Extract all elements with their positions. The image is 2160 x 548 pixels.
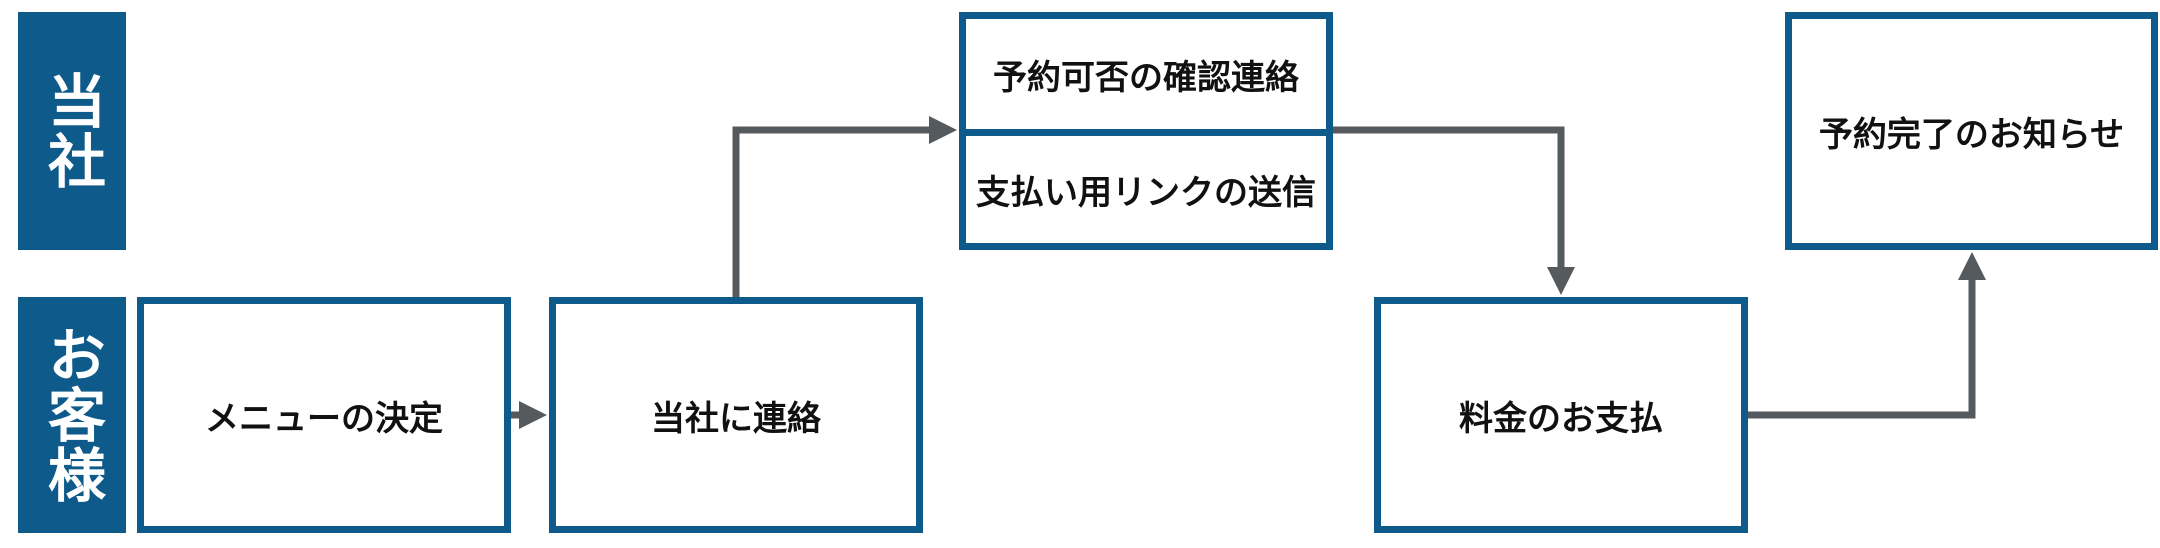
step-contact-company: 当社に連絡 <box>549 297 923 533</box>
arrow-payment-to-complete <box>1748 252 1986 419</box>
lane-label-company: 当社 <box>18 12 126 250</box>
step-reservation-complete: 予約完了のお知らせ <box>1785 12 2158 250</box>
arrow-contact-to-confirmation <box>732 116 957 297</box>
lane-label-customer: お客様 <box>18 297 126 533</box>
step-payment-link: 支払い用リンクの送信 <box>959 129 1333 250</box>
step-payment: 料金のお支払 <box>1374 297 1748 533</box>
arrow-confirmation-to-payment <box>1333 126 1575 295</box>
step-menu-decision: メニューの決定 <box>137 297 511 533</box>
